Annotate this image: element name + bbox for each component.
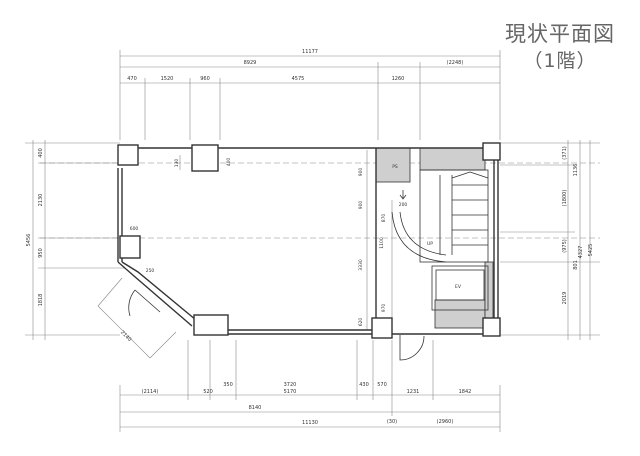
dim-bottom-seg-3: 3720 [284, 382, 297, 388]
walls [117, 142, 501, 339]
dim-bottom-second: 8140 [249, 405, 262, 411]
shaded-areas [375, 147, 494, 333]
dim-bottom-second-small: (30) [387, 419, 397, 425]
dim-top-second: 8929 [244, 60, 257, 66]
dim-bottom-seg-4: 430 [359, 382, 369, 388]
label-900b: 900 [358, 201, 364, 210]
dim-diagonal: 2140 [119, 330, 132, 343]
interior-labels: PS EV UP 900 900 400 130 600 250 200 110… [130, 158, 462, 327]
dim-right-seg-1: (1800) [562, 190, 568, 207]
dim-top-overall: 11177 [302, 49, 318, 55]
dim-top-seg-2: 960 [200, 76, 210, 82]
dim-left-seg-2: 950 [38, 248, 44, 258]
dim-bottom-seg-0: (2114) [142, 389, 159, 395]
dim-bottom-seg-6: 1231 [407, 389, 420, 395]
plan-subtitle: （1階） [523, 50, 597, 72]
dim-bottom-middle: 5170 [284, 389, 297, 395]
dim-right-small-1: 801 [573, 260, 579, 270]
dim-bottom-seg-1: 520 [203, 389, 213, 395]
label-620: 620 [358, 318, 364, 327]
dimension-lines [25, 50, 600, 432]
label-200: 200 [399, 202, 408, 208]
label-970: 970 [381, 304, 387, 313]
dim-top-second-paren: (2248) [447, 60, 464, 66]
dim-top-seg-1: 1520 [161, 76, 174, 82]
dim-top-seg-0: 470 [127, 76, 137, 82]
dim-right-seg-3: 2019 [562, 292, 568, 305]
label-870: 870 [381, 214, 387, 223]
dim-right-seg-2: (975) [562, 239, 568, 252]
dim-left-seg-1: 2130 [38, 194, 44, 207]
label-1100: 1100 [379, 237, 385, 249]
label-ev: EV [455, 284, 462, 290]
label-900a: 900 [358, 168, 364, 177]
label-ps: PS [392, 164, 398, 170]
dim-left-seg-0: 400 [38, 148, 44, 158]
dim-left-seg-3: 1818 [38, 294, 44, 307]
label-400: 400 [226, 158, 232, 167]
dim-top-seg-3: 4575 [292, 76, 305, 82]
label-130: 130 [174, 159, 180, 168]
dimension-texts: 11177 8929 (2248) 470 1520 960 4575 1260… [26, 49, 594, 426]
dim-bottom-overall: 11130 [302, 420, 318, 426]
dim-bottom-second-paren: (2960) [437, 419, 454, 425]
label-3330: 3330 [358, 259, 364, 271]
label-250: 250 [146, 268, 155, 274]
dim-right-small-0: 1136 [573, 164, 579, 177]
pipe-shaft-area [375, 147, 411, 183]
dim-right-seg-0: (371) [562, 146, 568, 159]
dim-bottom-seg-2: 350 [223, 382, 233, 388]
dim-right-overall: 5425 [588, 244, 594, 257]
label-600: 600 [130, 226, 139, 232]
label-up: UP [427, 241, 433, 247]
stair-and-elevator [128, 169, 489, 361]
dim-right-second: 4327 [578, 246, 584, 259]
dim-top-seg-4: 1260 [392, 76, 405, 82]
dim-left-overall: 5456 [26, 234, 32, 247]
dim-bottom-seg-7: 1842 [459, 389, 472, 395]
plan-title: 現状平面図 [505, 22, 615, 46]
dim-bottom-seg-5: 570 [377, 382, 387, 388]
